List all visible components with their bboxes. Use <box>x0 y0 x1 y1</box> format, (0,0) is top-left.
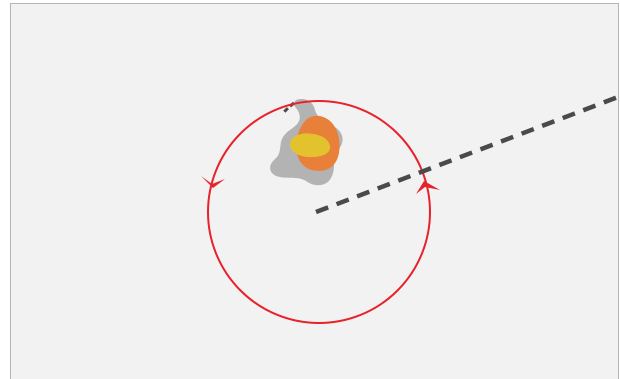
diagram-canvas <box>0 0 620 379</box>
